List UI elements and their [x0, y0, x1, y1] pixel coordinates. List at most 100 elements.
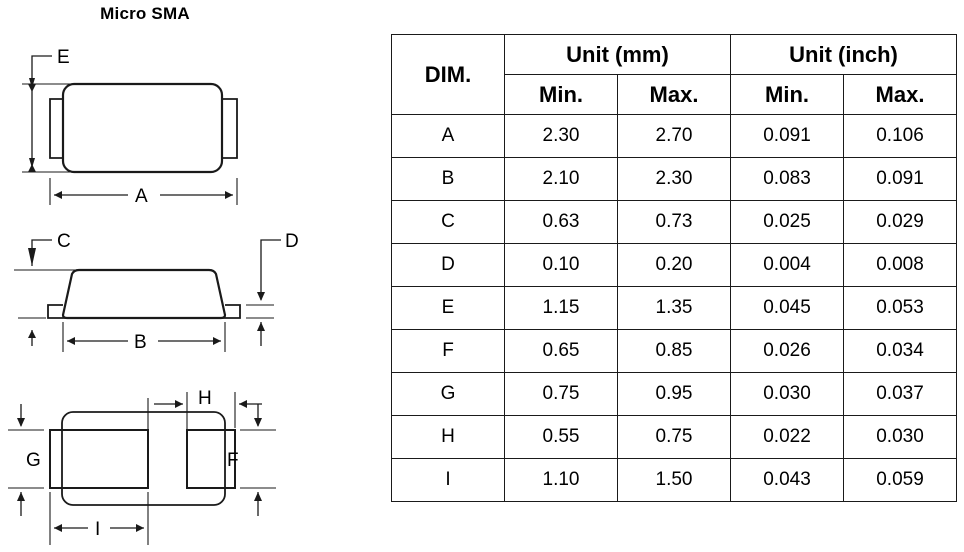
side-view-right-lead [221, 304, 241, 319]
dimension-label-I: I [95, 519, 100, 540]
table-header-mm-min: Min. [504, 74, 618, 115]
table-header-inch-max: Max. [842, 74, 958, 115]
cell-dim: C [391, 200, 505, 244]
cell-inch-min: 0.091 [730, 114, 844, 158]
dimension-label-H: H [198, 388, 212, 409]
cell-mm-max: 0.20 [617, 243, 731, 287]
cell-dim: G [391, 372, 505, 416]
table-header-mm-max: Max. [617, 74, 731, 115]
table-header-dim: DIM. [391, 34, 505, 115]
dimension-table: DIM. Unit (mm) Unit (inch) Min. Max. Min… [391, 34, 958, 502]
cell-inch-max: 0.091 [842, 157, 958, 201]
cell-inch-max: 0.029 [842, 200, 958, 244]
dimension-E [22, 55, 108, 173]
table-body: A 2.30 2.70 0.091 0.106 B 2.10 2.30 0.08… [391, 114, 958, 502]
cell-mm-min: 1.10 [504, 458, 618, 502]
cell-dim: F [391, 329, 505, 373]
table-row: A 2.30 2.70 0.091 0.106 [391, 114, 958, 158]
package-outline-svg: E A [8, 47, 299, 545]
cell-inch-min: 0.004 [730, 243, 844, 287]
cell-mm-max: 0.73 [617, 200, 731, 244]
dimension-label-F: F [227, 450, 239, 471]
top-view-left-lead [49, 98, 63, 159]
dimension-label-B: B [134, 332, 147, 353]
cell-dim: D [391, 243, 505, 287]
table-header-unit-mm: Unit (mm) [504, 34, 731, 75]
dimension-label-A: A [135, 186, 148, 207]
cell-inch-max: 0.053 [842, 286, 958, 330]
cell-inch-max: 0.008 [842, 243, 958, 287]
bottom-view-right-pad [186, 429, 236, 489]
cell-dim: B [391, 157, 505, 201]
table-row: E 1.15 1.35 0.045 0.053 [391, 286, 958, 330]
table-header-unit-inch: Unit (inch) [729, 34, 958, 75]
dimension-B [62, 322, 226, 352]
cell-inch-min: 0.025 [730, 200, 844, 244]
table-row: F 0.65 0.85 0.026 0.034 [391, 329, 958, 373]
cell-inch-min: 0.026 [730, 329, 844, 373]
top-view-right-lead [222, 98, 238, 159]
cell-inch-max: 0.037 [842, 372, 958, 416]
dimension-A [49, 178, 238, 205]
cell-mm-min: 0.10 [504, 243, 618, 287]
cell-mm-min: 0.65 [504, 329, 618, 373]
cell-inch-min: 0.043 [730, 458, 844, 502]
top-view-drawing [49, 82, 238, 174]
cell-mm-max: 2.70 [617, 114, 731, 158]
cell-mm-max: 1.35 [617, 286, 731, 330]
side-view-drawing [47, 268, 241, 320]
cell-mm-min: 0.63 [504, 200, 618, 244]
top-view-body [61, 82, 224, 174]
cell-mm-min: 0.55 [504, 415, 618, 459]
side-view-left-lead [47, 304, 67, 319]
cell-inch-max: 0.106 [842, 114, 958, 158]
dimension-label-G: G [26, 450, 41, 471]
bottom-view-drawing [49, 411, 236, 506]
cell-mm-min: 0.75 [504, 372, 618, 416]
table-row: B 2.10 2.30 0.083 0.091 [391, 157, 958, 201]
table-header-row-units: DIM. Unit (mm) Unit (inch) [391, 34, 958, 115]
table-header-inch-min: Min. [730, 74, 844, 115]
cell-mm-max: 0.95 [617, 372, 731, 416]
cell-dim: H [391, 415, 505, 459]
dimension-label-C: C [57, 231, 71, 252]
cell-inch-min: 0.083 [730, 157, 844, 201]
cell-mm-max: 0.75 [617, 415, 731, 459]
bottom-view-outline [61, 411, 226, 506]
cell-mm-max: 2.30 [617, 157, 731, 201]
cell-dim: E [391, 286, 505, 330]
dimension-label-D: D [285, 231, 299, 252]
cell-mm-max: 1.50 [617, 458, 731, 502]
cell-mm-max: 0.85 [617, 329, 731, 373]
dimension-H [147, 392, 262, 430]
dimension-C [14, 239, 96, 346]
cell-inch-max: 0.030 [842, 415, 958, 459]
cell-inch-max: 0.059 [842, 458, 958, 502]
bottom-view-left-pad [49, 429, 149, 489]
dimension-table-wrapper: DIM. Unit (mm) Unit (inch) Min. Max. Min… [391, 34, 958, 502]
table-row: I 1.10 1.50 0.043 0.059 [391, 458, 958, 502]
table-header-row-minmax: Min. Max. Min. Max. [392, 74, 958, 115]
dimension-F [240, 404, 276, 516]
table-row: H 0.55 0.75 0.022 0.030 [391, 415, 958, 459]
cell-mm-min: 2.10 [504, 157, 618, 201]
cell-inch-min: 0.045 [730, 286, 844, 330]
cell-mm-min: 2.30 [504, 114, 618, 158]
cell-dim: I [391, 458, 505, 502]
table-row: G 0.75 0.95 0.030 0.037 [391, 372, 958, 416]
cell-inch-min: 0.030 [730, 372, 844, 416]
mechanical-drawings-panel: E A [0, 0, 380, 552]
cell-mm-min: 1.15 [504, 286, 618, 330]
cell-dim: A [391, 114, 505, 158]
dimension-G [8, 404, 44, 516]
cell-inch-min: 0.022 [730, 415, 844, 459]
table-head: DIM. Unit (mm) Unit (inch) Min. Max. Min… [391, 34, 958, 115]
dimension-I [49, 492, 149, 545]
cell-inch-max: 0.034 [842, 329, 958, 373]
dimension-D [246, 239, 281, 346]
dimension-label-E: E [57, 47, 70, 68]
table-row: D 0.10 0.20 0.004 0.008 [391, 243, 958, 287]
side-view-body [61, 268, 227, 320]
page-title: Micro SMA [100, 4, 190, 23]
